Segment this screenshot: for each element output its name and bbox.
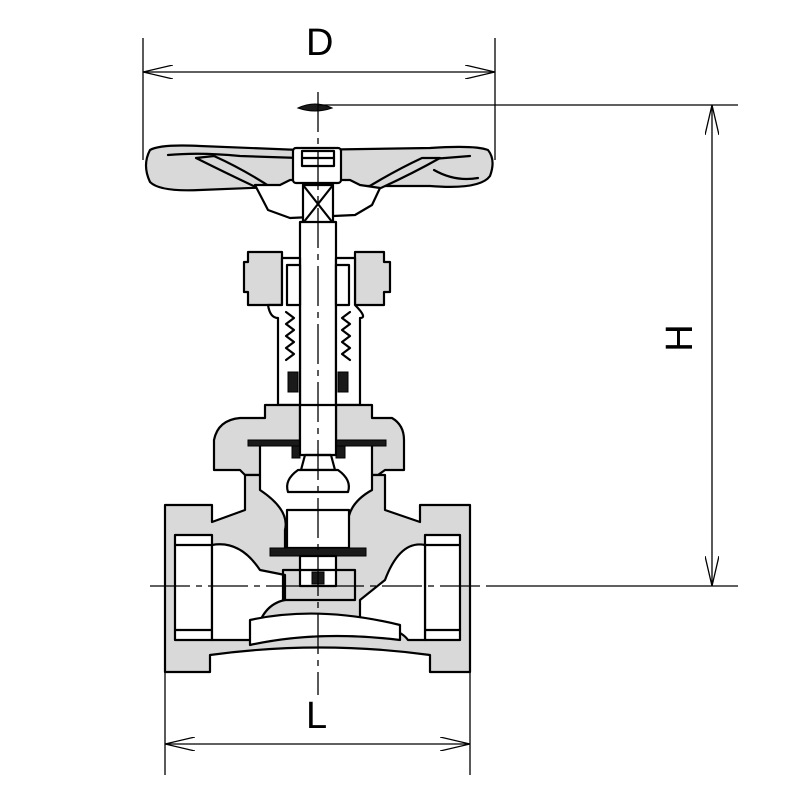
dimension-h-label: H: [659, 324, 701, 351]
dimension-d-label: D: [306, 22, 333, 64]
dimension-d: D: [142, 22, 496, 160]
dimension-h: H: [318, 104, 738, 587]
bonnet: [212, 220, 406, 494]
dimension-l: L: [164, 672, 471, 775]
handwheel: [144, 103, 494, 225]
centerlines: [150, 92, 490, 695]
dimension-l-label: L: [306, 695, 327, 737]
